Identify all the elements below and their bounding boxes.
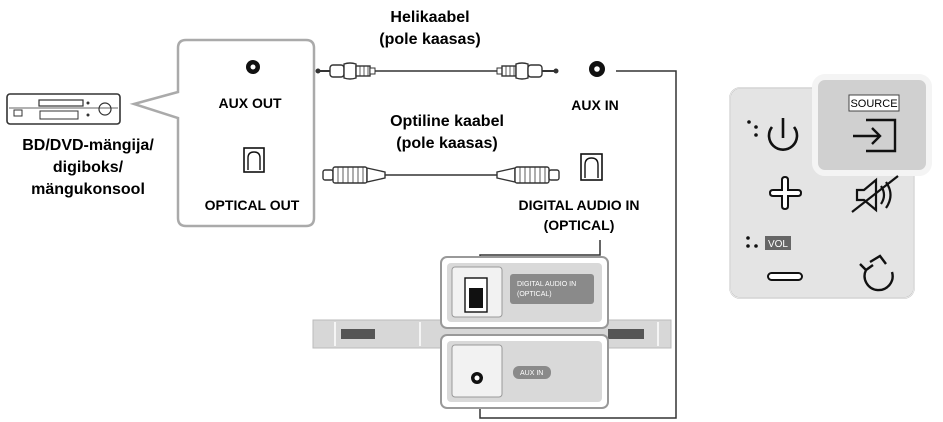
optical-cable-label-line2: (pole kaasas) — [396, 135, 497, 152]
plus-icon[interactable] — [768, 175, 803, 211]
aux-in-label: AUX IN — [571, 97, 618, 113]
mute-icon[interactable] — [851, 175, 899, 213]
source-ports-callout — [129, 38, 316, 228]
minus-icon[interactable] — [767, 272, 803, 281]
source-label-box — [848, 94, 900, 112]
braille-dots-icon — [747, 120, 758, 137]
power-icon[interactable] — [767, 118, 799, 151]
aux-out-label: AUX OUT — [219, 95, 282, 111]
aux-out-jack-icon — [246, 60, 260, 74]
source-input-icon[interactable] — [853, 118, 897, 153]
vol-label: VOL — [768, 239, 788, 250]
aux-cable-label-line1: Helikaabel — [390, 9, 469, 26]
device-name-line1: BD/DVD-mängija/ — [22, 137, 154, 154]
aux-cable-label-line2: (pole kaasas) — [379, 31, 480, 48]
repeat-icon[interactable] — [859, 254, 894, 292]
bd-dvd-player-icon — [6, 93, 121, 125]
panel-aux-label: AUX IN — [520, 370, 543, 377]
source-highlight-box — [812, 74, 932, 176]
optical-cable-label-line1: Optiline kaabel — [390, 113, 504, 130]
panel-digital-label-line2: (OPTICAL) — [517, 291, 552, 298]
optical-cable-icon — [322, 166, 560, 184]
vol-label-box — [765, 236, 791, 250]
optical-out-label: OPTICAL OUT — [205, 197, 300, 213]
aux-cable-icon — [315, 62, 559, 80]
braille-dots-vol-icon — [746, 236, 758, 248]
digital-audio-in-label-line2: (OPTICAL) — [544, 217, 615, 233]
panel-digital-label-line1: DIGITAL AUDIO IN — [517, 281, 576, 288]
device-name-line3: mängukonsool — [31, 181, 145, 198]
digital-audio-in-label-line1: DIGITAL AUDIO IN — [518, 197, 639, 213]
soundbar-aux-panel — [440, 334, 609, 409]
source-label: SOURCE — [850, 98, 897, 110]
device-name-line2: digiboks/ — [53, 159, 124, 176]
digital-audio-in-port-icon — [580, 153, 603, 181]
aux-in-jack-icon — [589, 61, 605, 77]
soundbar-digital-panel — [440, 256, 609, 329]
optical-out-port-icon — [243, 147, 265, 173]
